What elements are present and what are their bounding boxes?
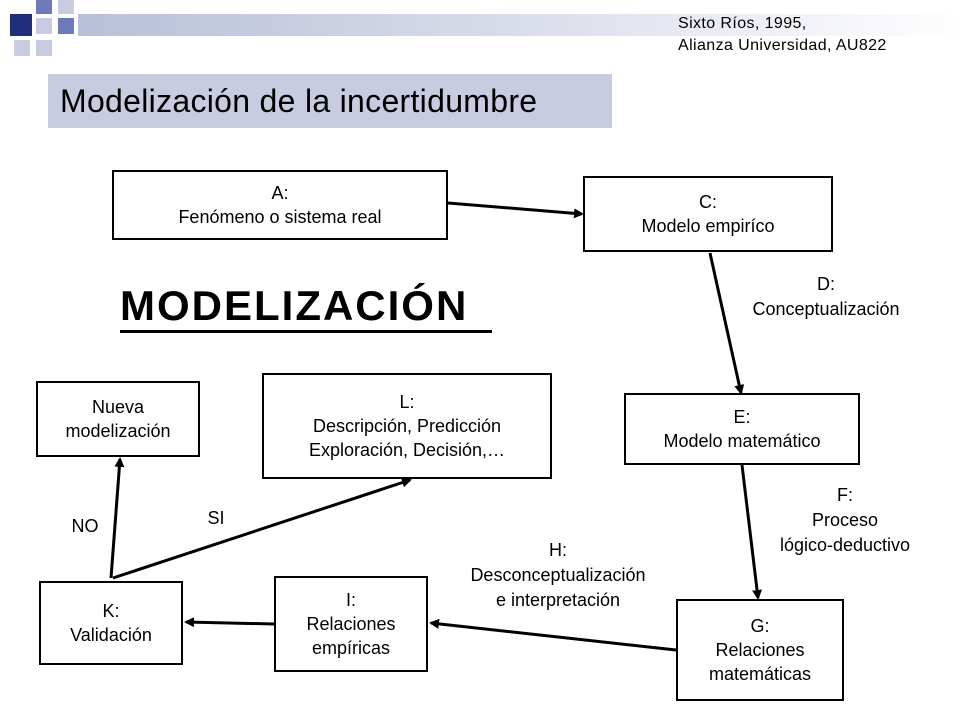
node-a-text: Fenómeno o sistema real	[178, 207, 382, 227]
arrow-e-to-g	[740, 464, 763, 600]
edge-label-f: F: Proceso lógico-deductivo	[750, 483, 940, 558]
edge-d-text: Conceptualización	[752, 299, 900, 319]
node-i-relaciones-empiricas: I: Relaciones empíricas	[274, 576, 428, 672]
node-l-text-2: Exploración, Decisión,…	[308, 440, 506, 460]
node-e-text: Modelo matemático	[663, 431, 821, 451]
arrow-k-to-l	[112, 477, 412, 580]
citation: Sixto Ríos, 1995, Alianza Universidad, A…	[678, 13, 887, 57]
node-g-text-2: matemáticas	[708, 664, 812, 684]
node-i-text-2: empíricas	[311, 638, 391, 658]
node-c-code: C:	[699, 192, 717, 212]
heading-underline	[120, 330, 492, 333]
node-k-validacion: K: Validación	[39, 581, 183, 665]
header-gradient-bar	[78, 14, 960, 36]
arrow-g-to-i	[429, 618, 677, 652]
edge-h-text-1: Desconceptualización	[470, 565, 646, 585]
modelizacion-heading: MODELIZACIÓN	[120, 282, 469, 329]
node-i-text-1: Relaciones	[306, 614, 396, 634]
node-a-fenomeno: A: Fenómeno o sistema real	[112, 170, 448, 240]
node-k-code: K:	[102, 601, 120, 621]
edge-label-si: SI	[207, 508, 225, 528]
node-nueva-text-2: modelización	[65, 421, 171, 441]
edge-h-code: H:	[549, 540, 567, 560]
citation-line-1: Sixto Ríos, 1995,	[678, 15, 807, 32]
node-l-text-1: Descripción, Predicción	[312, 416, 502, 436]
node-g-relaciones-matematicas: G: Relaciones matemáticas	[676, 599, 844, 701]
edge-label-no: NO	[71, 516, 99, 536]
node-l-descripcion: L: Descripción, Predicción Exploración, …	[262, 373, 552, 479]
edge-label-h: H: Desconceptualización e interpretación	[440, 538, 676, 613]
edge-label-d: D: Conceptualización	[726, 272, 926, 322]
node-nueva-text-1: Nueva	[91, 397, 145, 417]
node-g-code: G:	[750, 616, 770, 636]
citation-line-2: Alianza Universidad, AU822	[678, 37, 887, 54]
edge-h-text-2: e interpretación	[495, 590, 621, 610]
node-a-code: A:	[271, 183, 289, 203]
node-g-text-1: Relaciones	[715, 640, 805, 660]
node-c-modelo-empirico: C: Modelo empiríco	[583, 176, 833, 252]
arrow-c-to-e	[708, 252, 745, 395]
node-l-code: L:	[399, 392, 415, 412]
node-i-code: I:	[345, 590, 356, 610]
title-background	[48, 74, 612, 128]
edge-f-code: F:	[837, 485, 853, 505]
node-c-text: Modelo empiríco	[641, 216, 775, 236]
node-k-text: Validación	[70, 625, 152, 645]
arrow-k-to-nueva	[109, 457, 125, 579]
edge-f-text-2: lógico-deductivo	[779, 535, 911, 555]
edge-f-text-1: Proceso	[811, 510, 879, 530]
node-e-code: E:	[733, 407, 751, 427]
page-title: Modelización de la incertidumbre	[60, 83, 538, 119]
node-nueva-modelizacion: Nueva modelización	[36, 381, 200, 457]
node-e-modelo-matematico: E: Modelo matemático	[624, 393, 860, 465]
arrow-i-to-k	[184, 617, 275, 628]
edge-d-code: D:	[817, 274, 835, 294]
arrow-a-to-c	[447, 201, 584, 219]
